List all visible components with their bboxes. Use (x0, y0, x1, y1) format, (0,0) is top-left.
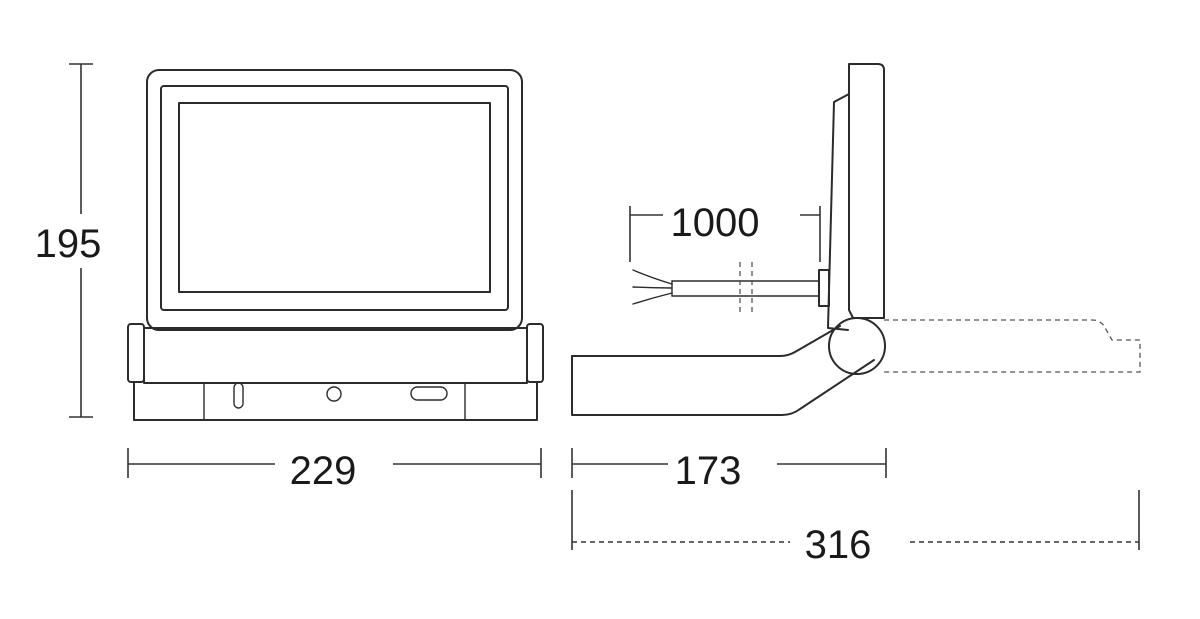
side-wire-end-1 (632, 269, 673, 285)
total-depth-label: 316 (805, 523, 872, 567)
dimension-side-depth: 173 (571, 448, 887, 493)
front-view (127, 69, 544, 421)
side-pivot-joint (828, 317, 886, 375)
front-width-label: 229 (290, 449, 357, 493)
front-bezel (160, 85, 509, 311)
side-tilted-position-outline (884, 319, 1141, 373)
side-bracket-arm (571, 355, 875, 416)
side-lamp-back (827, 93, 850, 331)
front-base-plate (133, 381, 538, 421)
height-label: 195 (35, 222, 102, 266)
front-right-knob (526, 323, 544, 383)
dimension-front-width: 229 (127, 448, 542, 493)
side-depth-label: 173 (675, 449, 742, 493)
front-mounting-hole (326, 386, 342, 402)
dimension-total-depth: 316 (571, 490, 1140, 567)
side-view (571, 63, 1141, 416)
front-bracket-bar (143, 327, 528, 384)
front-oblong-hole (410, 386, 448, 401)
side-bracket-arm-top (571, 325, 841, 357)
side-wire-end-2 (632, 286, 673, 289)
front-mounting-slot (233, 382, 244, 409)
dimension-height: 195 (35, 63, 102, 418)
side-cable-gland (818, 269, 830, 307)
front-lens (178, 102, 491, 293)
front-housing-outline (146, 69, 523, 331)
front-left-knob (127, 323, 145, 383)
cable-length-label: 1000 (671, 201, 760, 245)
side-lamp-head (848, 63, 885, 319)
side-wire-end-3 (632, 292, 673, 305)
dimension-cable-length: 1000 (629, 201, 821, 262)
